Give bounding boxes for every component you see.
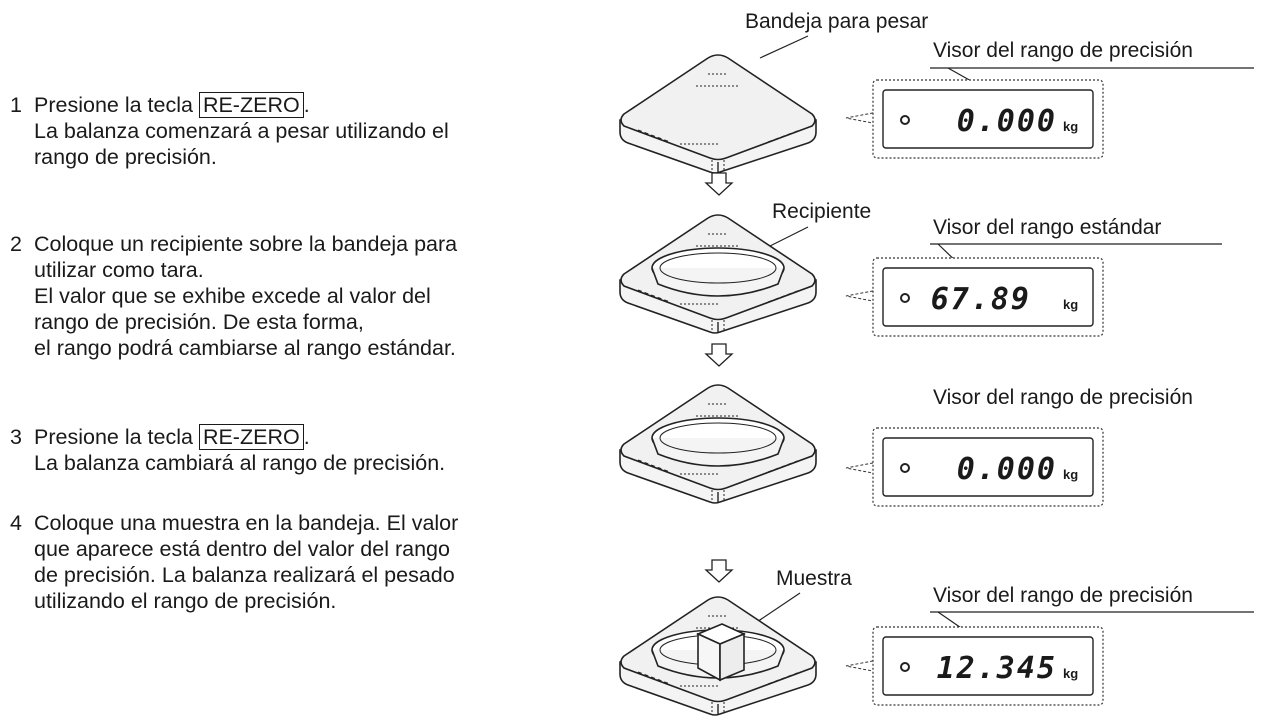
display-value: 0.000 [957, 104, 1057, 139]
step-text: La balanza cambiará al rango de precisió… [34, 451, 446, 475]
sample-label: Muestra [776, 567, 852, 590]
re-zero-key: RE-ZERO [198, 424, 304, 450]
step-number: 4 [10, 511, 22, 535]
display-unit: kg [1063, 467, 1078, 482]
weighing-tray-3 [619, 384, 817, 504]
step-text: rango de precisión. De esta forma, [34, 310, 364, 334]
display-unit: kg [1063, 297, 1078, 312]
display-value: 0.000 [957, 452, 1057, 487]
step-text: El valor que se exhibe excede al valor d… [34, 284, 431, 308]
step-text: de precisión. La balanza realizará el pe… [34, 563, 455, 587]
display-unit: kg [1063, 119, 1078, 134]
step-text: el rango podrá cambiarse al rango estánd… [34, 336, 456, 360]
display-unit: kg [1063, 666, 1078, 681]
weighing-tray-1 [619, 54, 817, 174]
step-text: Presione la tecla [34, 93, 199, 117]
down-arrow-icon [705, 343, 733, 367]
instructions-panel: 1 Presione la tecla RE-ZERO. La balanza … [10, 92, 459, 613]
step-text: que aparece está dentro del valor del ra… [34, 537, 450, 561]
tray-label: Bandeja para pesar [745, 10, 928, 33]
down-arrow-icon [705, 172, 733, 196]
step-text: utilizar como tara. [34, 258, 204, 282]
step-text: Coloque un recipiente sobre la bandeja p… [34, 232, 458, 256]
container-label: Recipiente [772, 200, 871, 223]
step-text: rango de precisión. [34, 145, 217, 169]
precision-display-3: 12.345 kg [872, 626, 1104, 706]
down-arrow-icon [705, 559, 733, 583]
step-text: utilizando el rango de precisión. [34, 589, 337, 613]
display-caption: Visor del rango de precisión [933, 39, 1193, 62]
sample-cube [695, 623, 747, 682]
step-text: Coloque una muestra en la bandeja. El va… [34, 511, 459, 535]
display-value: 12.345 [937, 651, 1057, 686]
precision-display-1: 0.000 kg [872, 79, 1104, 159]
step-number: 1 [10, 93, 22, 117]
display-caption: Visor del rango de precisión [933, 584, 1193, 607]
step-text: La balanza comenzará a pesar utilizando … [34, 119, 449, 143]
weighing-tray-2 [619, 214, 817, 334]
precision-display-2: 0.000 kg [872, 427, 1104, 507]
display-value: 67.89 [931, 282, 1031, 317]
step-number: 3 [10, 425, 22, 449]
display-caption: Visor del rango de precisión [933, 386, 1193, 409]
step-number: 2 [10, 232, 22, 256]
step-text: Presione la tecla [34, 425, 199, 449]
standard-display: 67.89 kg [872, 257, 1104, 337]
display-caption: Visor del rango estándar [933, 216, 1161, 239]
weighing-tray-4 [619, 596, 817, 716]
re-zero-key: RE-ZERO [198, 92, 304, 118]
